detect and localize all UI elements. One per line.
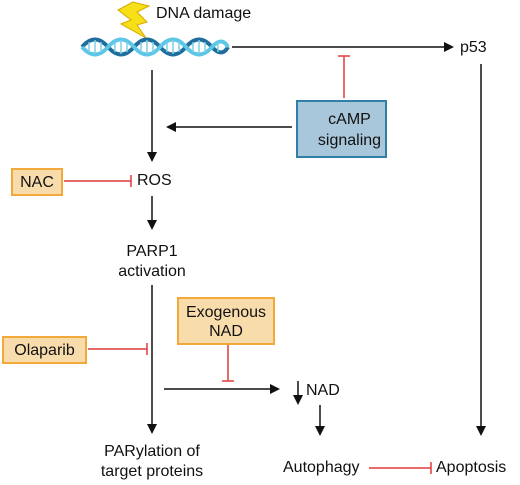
autophagy-label: Autophagy <box>283 459 360 476</box>
exogenous-nad-box: Exogenous NAD <box>177 297 275 345</box>
apoptosis-label: Apoptosis <box>436 459 507 476</box>
nad-supplement-label: NAD <box>209 323 243 340</box>
nad-label: NAD <box>306 382 340 399</box>
nac-box: NAC <box>11 168 63 196</box>
lightning-icon <box>117 1 151 39</box>
dna-helix-icon <box>80 37 230 57</box>
parylation-label: PARylation of <box>104 443 200 460</box>
dna-damage-label: DNA damage <box>156 5 252 22</box>
target-proteins-label: target proteins <box>100 463 204 480</box>
exogenous-label: Exogenous <box>185 304 267 321</box>
signaling-label: signaling <box>317 132 382 149</box>
olaparib-box: Olaparib <box>2 336 87 364</box>
p53-label: p53 <box>460 39 487 56</box>
parp1-activation-label: activation <box>118 263 186 280</box>
olaparib-label: Olaparib <box>14 342 75 359</box>
parp1-label: PARP1 <box>126 243 178 260</box>
ros-label: ROS <box>137 172 172 189</box>
camp-label: cAMP <box>328 111 371 128</box>
camp-signaling-box: cAMP signaling <box>296 100 387 158</box>
nac-label: NAC <box>20 174 54 191</box>
